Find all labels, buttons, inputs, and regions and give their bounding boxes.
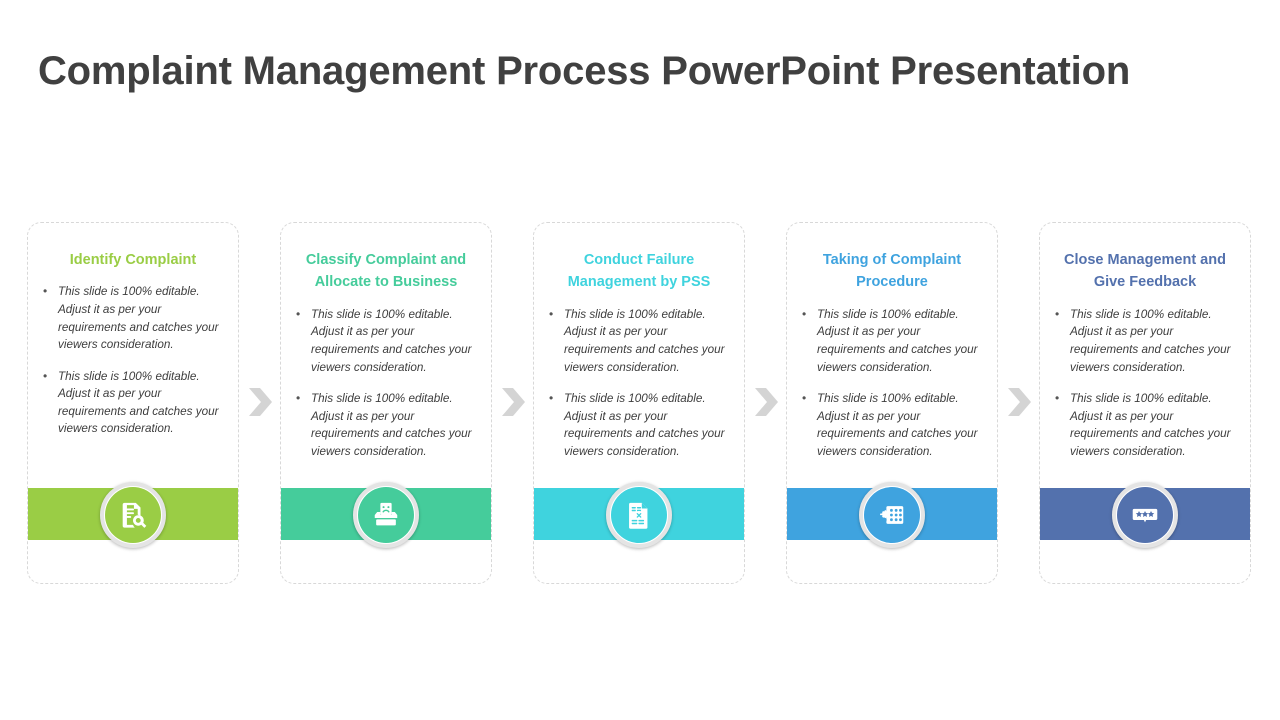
list-item: This slide is 100% editable. Adjust it a… [797, 305, 987, 376]
card-title-4: Taking of Complaint Procedure [822, 252, 962, 291]
document-error-x-icon [624, 500, 654, 530]
card-title-1: Identify Complaint [69, 252, 197, 268]
card-icon-medallion-5[interactable] [1112, 482, 1178, 548]
list-item: This slide is 100% editable. Adjust it a… [544, 305, 734, 376]
card-title-5: Close Management and Give Feedback [1064, 252, 1226, 291]
list-item: This slide is 100% editable. Adjust it a… [544, 389, 734, 460]
card-bullets-2: This slide is 100% editable. Adjust it a… [291, 305, 481, 460]
feedback-stars-bubble-icon [1130, 500, 1160, 530]
chevron-right-icon [248, 386, 274, 418]
card-bullets-4: This slide is 100% editable. Adjust it a… [797, 305, 987, 460]
list-item: This slide is 100% editable. Adjust it a… [291, 389, 481, 460]
medallion-fill-2 [358, 487, 414, 543]
card-bullets-3: This slide is 100% editable. Adjust it a… [544, 305, 734, 460]
document-search-icon [118, 500, 148, 530]
card-icon-medallion-2[interactable] [353, 482, 419, 548]
medallion-fill-5 [1117, 487, 1173, 543]
list-item: This slide is 100% editable. Adjust it a… [1050, 305, 1240, 376]
list-item: This slide is 100% editable. Adjust it a… [1050, 389, 1240, 460]
process-step-card-2[interactable]: Classify Complaint and Allocate to Busin… [280, 222, 492, 584]
card-bullets-1: This slide is 100% editable. Adjust it a… [38, 282, 228, 438]
card-icon-medallion-4[interactable] [859, 482, 925, 548]
medallion-fill-4 [864, 487, 920, 543]
process-step-card-5[interactable]: Close Management and Give Feedback This … [1039, 222, 1251, 584]
complaint-box-sad-face-icon [371, 500, 401, 530]
chevron-right-icon [754, 386, 780, 418]
process-step-card-4[interactable]: Taking of Complaint Procedure This slide… [786, 222, 998, 584]
list-item: This slide is 100% editable. Adjust it a… [38, 282, 228, 353]
process-step-card-3[interactable]: Conduct Failure Management by PSS This s… [533, 222, 745, 584]
card-title-3: Conduct Failure Management by PSS [567, 252, 711, 291]
card-title-2: Classify Complaint and Allocate to Busin… [305, 252, 467, 291]
list-item: This slide is 100% editable. Adjust it a… [797, 389, 987, 460]
chevron-right-icon [1007, 386, 1033, 418]
process-step-card-1[interactable]: Identify Complaint This slide is 100% ed… [27, 222, 239, 584]
page-title: Complaint Management Process PowerPoint … [38, 49, 1131, 93]
workflow-gear-icon [877, 500, 907, 530]
medallion-fill-1 [105, 487, 161, 543]
process-steps-row: Identify Complaint This slide is 100% ed… [0, 222, 1280, 586]
card-icon-medallion-3[interactable] [606, 482, 672, 548]
chevron-right-icon [501, 386, 527, 418]
list-item: This slide is 100% editable. Adjust it a… [291, 305, 481, 376]
card-icon-medallion-1[interactable] [100, 482, 166, 548]
card-bullets-5: This slide is 100% editable. Adjust it a… [1050, 305, 1240, 460]
list-item: This slide is 100% editable. Adjust it a… [38, 367, 228, 438]
medallion-fill-3 [611, 487, 667, 543]
